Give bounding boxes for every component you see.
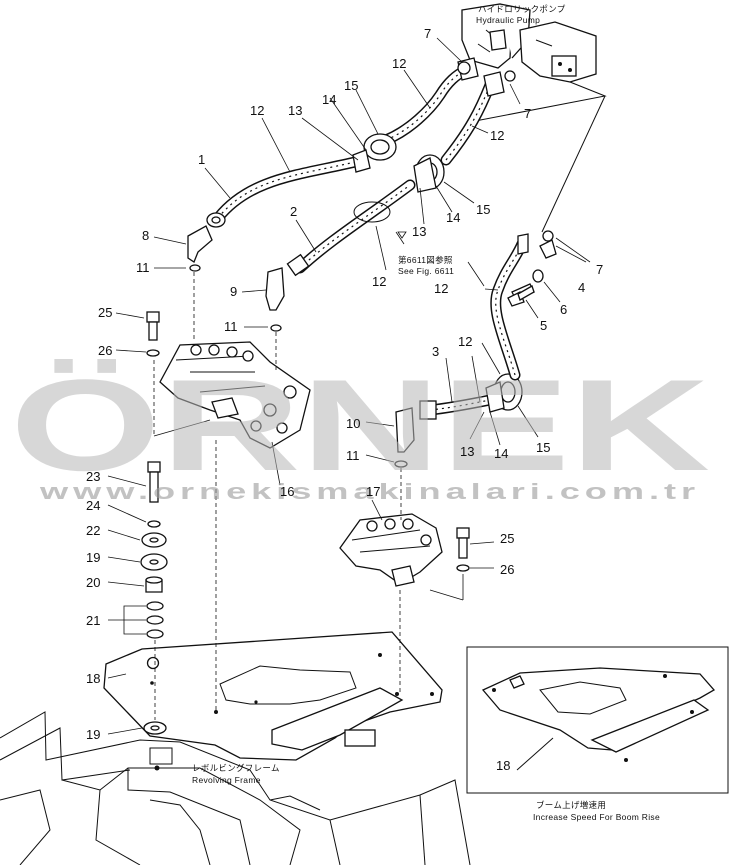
valve-16 [159,341,311,449]
callout-7c: 7 [596,262,603,277]
callout-19a: 19 [86,550,100,565]
watermark-url: www.ornekismakinalari.com.tr [38,479,700,504]
center-lines [153,272,464,720]
callout-21: 21 [86,613,100,628]
pump-label-jp: ハイドロリックポンプ [478,4,566,14]
callout-4: 4 [578,280,585,295]
bolt-25-right [456,527,470,572]
hose-12-upper [352,57,479,173]
callout-7a: 7 [424,26,431,41]
callout-20: 20 [86,575,100,590]
revolving-frame [0,711,471,865]
callout-14b: 14 [446,210,460,225]
callout-19b: 19 [86,727,100,742]
mount-stack [140,461,168,735]
callout-14c: 14 [494,446,508,461]
callout-15b: 15 [476,202,490,217]
watermark: ÖRNEK www.ornekismakinalari.com.tr [10,352,710,504]
callout-26a: 26 [98,343,112,358]
callout-9: 9 [230,284,237,299]
bolt-5 [507,285,535,307]
callout-1: 1 [198,152,205,167]
callout-15c: 15 [536,440,550,455]
adapter-10 [395,407,415,453]
boom-label-jp: ブーム上げ増速用 [536,800,606,810]
callout-18a: 18 [86,671,100,686]
callout-12c: 12 [490,128,504,143]
callout-5: 5 [540,318,547,333]
callout-24: 24 [86,498,100,513]
callout-11b: 11 [224,319,238,334]
callout-12e: 12 [434,281,448,296]
mounting-plate [103,631,443,761]
callout-numbers: 1 2 3 4 5 6 7 7 7 8 9 10 11 11 11 12 12 … [86,26,603,773]
hose-12-right [440,71,505,166]
callout-10: 10 [346,416,360,431]
annotations: ハイドロリックポンプ Hydraulic Pump 第6611図参照 See F… [192,4,660,822]
frame-label-en: Revolving Frame [192,775,261,785]
callout-8: 8 [142,228,149,243]
callout-16: 16 [280,484,294,499]
callout-13a: 13 [288,103,302,118]
hydraulic-pump [461,3,607,233]
elbow-8 [187,225,213,263]
watermark-brand: ÖRNEK [10,352,710,498]
callout-12f: 12 [458,334,472,349]
hose-1 [206,156,361,228]
frame-label-jp: レボルビングフレーム [192,763,280,773]
callout-26b: 26 [500,562,514,577]
callout-23: 23 [86,469,100,484]
callout-15a: 15 [344,78,358,93]
callout-7b: 7 [524,106,531,121]
boom-label-en: Increase Speed For Boom Rise [533,812,660,822]
callout-2: 2 [290,204,297,219]
valve-17 [339,513,443,587]
callout-22: 22 [86,523,100,538]
adapter-9 [265,267,285,311]
see-fig-jp: 第6611図参照 [398,255,453,265]
callout-13c: 13 [460,444,474,459]
callout-18b: 18 [496,758,510,773]
pump-label-en: Hydraulic Pump [476,15,540,25]
callout-12b: 12 [392,56,406,71]
hose-2 [286,154,445,277]
callout-14a: 14 [322,92,336,107]
o-rings [189,264,408,468]
callout-12d: 12 [372,274,386,289]
leader-lines [107,37,591,735]
see-fig-en: See Fig. 6611 [398,266,454,276]
callout-3: 3 [432,344,439,359]
callout-11a: 11 [136,260,150,275]
inset-boom-speed [466,646,729,794]
bolt-25-left [146,311,160,357]
callout-6: 6 [560,302,567,317]
callout-13b: 13 [412,224,426,239]
callout-11c: 11 [346,448,360,463]
hose-3 [419,373,523,420]
callout-25b: 25 [500,531,514,546]
callout-25a: 25 [98,305,112,320]
callout-17: 17 [366,484,380,499]
callout-12a: 12 [250,103,264,118]
